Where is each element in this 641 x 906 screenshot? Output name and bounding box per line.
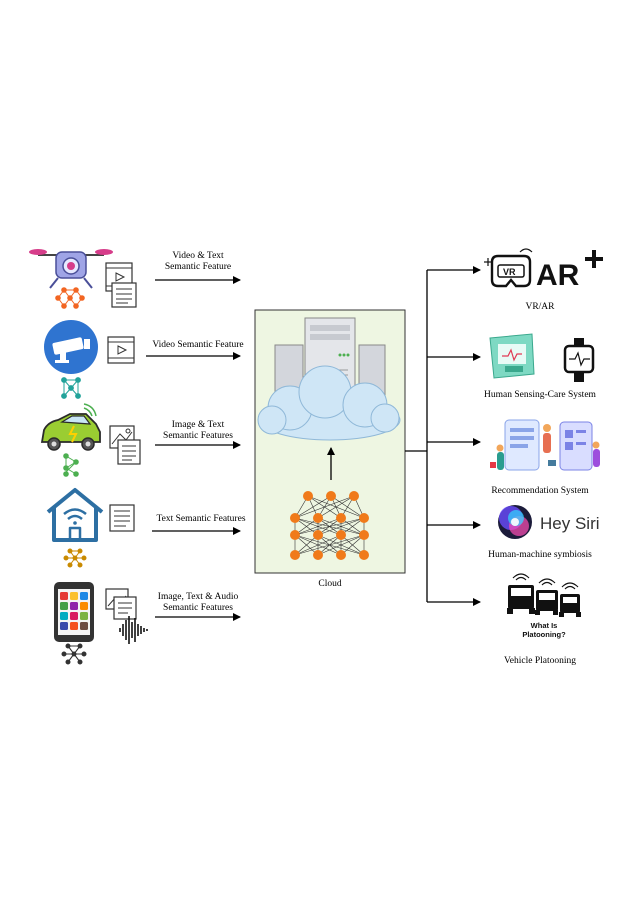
ar-plus-icon: AR bbox=[536, 250, 603, 292]
label-home-features: Text Semantic Features bbox=[146, 514, 256, 525]
label-vrar: VR/AR bbox=[525, 302, 555, 312]
image-text-document-icon bbox=[109, 425, 141, 465]
text-document-icon bbox=[109, 504, 135, 532]
label-recommend: Recommendation System bbox=[491, 486, 589, 496]
health-tablet-icon bbox=[489, 333, 535, 379]
vr-headset-icon: VR bbox=[484, 248, 533, 288]
cloud-label: Cloud bbox=[318, 579, 342, 589]
audio-waveform-icon bbox=[119, 616, 148, 644]
label-phone-line2: Semantic Features bbox=[163, 603, 233, 613]
label-siri: Human-machine symbiosis bbox=[488, 550, 592, 560]
camera-mini-network-icon bbox=[61, 377, 81, 399]
label-platoon: Vehicle Platooning bbox=[503, 656, 577, 666]
label-drone-line2: Semantic Feature bbox=[164, 262, 232, 272]
label-car-line1: Image & Text bbox=[171, 420, 225, 430]
electric-car-icon bbox=[40, 403, 101, 451]
label-drone-line1: Video & Text bbox=[172, 251, 224, 261]
label-drone-features: Video & Text Semantic Feature bbox=[153, 251, 243, 273]
platooning-caption-line1: What Is bbox=[531, 621, 558, 630]
image-audio-document-icon bbox=[105, 588, 148, 644]
label-camera-features: Video Semantic Feature bbox=[143, 340, 253, 351]
home-mini-network-icon bbox=[63, 548, 87, 568]
label-phone-features: Image, Text & Audio Semantic Features bbox=[148, 592, 248, 614]
drone-mini-network-icon bbox=[55, 287, 85, 309]
video-file-icon bbox=[107, 336, 135, 364]
truck-platoon-icon bbox=[507, 573, 581, 617]
label-home-line1: Text Semantic Features bbox=[156, 514, 246, 524]
smartphone-apps-icon bbox=[54, 582, 94, 642]
recommendation-app-icon bbox=[490, 419, 600, 471]
hey-siri-text: Hey Siri bbox=[540, 514, 600, 533]
label-car-features: Image & Text Semantic Features bbox=[153, 420, 243, 442]
label-camera-line1: Video Semantic Feature bbox=[152, 340, 244, 350]
phone-mini-network-icon bbox=[61, 643, 87, 665]
branch-connector bbox=[405, 270, 428, 602]
label-car-line2: Semantic Features bbox=[163, 431, 233, 441]
car-mini-network-icon bbox=[63, 453, 79, 477]
label-phone-line1: Image, Text & Audio bbox=[157, 592, 239, 602]
smart-home-icon bbox=[46, 488, 104, 542]
video-document-icon bbox=[105, 262, 137, 308]
drone-icon bbox=[29, 249, 113, 289]
neural-network-icon bbox=[290, 491, 369, 560]
smartwatch-icon bbox=[563, 338, 595, 382]
platooning-caption-line2: Platooning? bbox=[522, 630, 566, 639]
cloud-shape-icon bbox=[257, 365, 401, 441]
label-health: Human Sensing-Care System bbox=[484, 390, 596, 400]
svg-text:VR: VR bbox=[503, 267, 516, 277]
ar-text: AR bbox=[536, 259, 580, 292]
security-camera-icon bbox=[44, 320, 98, 374]
siri-orb-icon bbox=[498, 505, 532, 539]
